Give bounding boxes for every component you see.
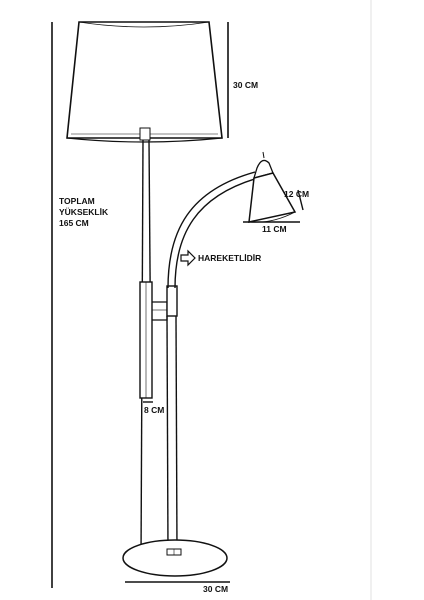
movable-arrow-icon (180, 249, 196, 267)
pole-width-label: 8 CM (144, 405, 165, 415)
base-width-label: 30 CM (203, 584, 229, 594)
total-height-label-line1: TOPLAM (59, 196, 95, 206)
reading-shade-width-label: 11 CM (262, 224, 287, 234)
reading-lampshade (248, 151, 297, 223)
total-height-label-line2: YÜKSEKLİK (59, 207, 109, 217)
pole-joint (139, 281, 168, 399)
reading-shade-height-label: 12 CM (284, 189, 310, 199)
lamp-base (122, 539, 228, 577)
movable-label: HAREKETLİDİR (198, 253, 262, 263)
gooseneck (167, 171, 259, 289)
main-lampshade (66, 21, 223, 143)
shade-height-label: 30 CM (233, 80, 259, 90)
arm-pole (166, 285, 178, 553)
reading-shade-height-line (297, 189, 304, 211)
total-height-label-line3: 165 CM (59, 218, 89, 228)
